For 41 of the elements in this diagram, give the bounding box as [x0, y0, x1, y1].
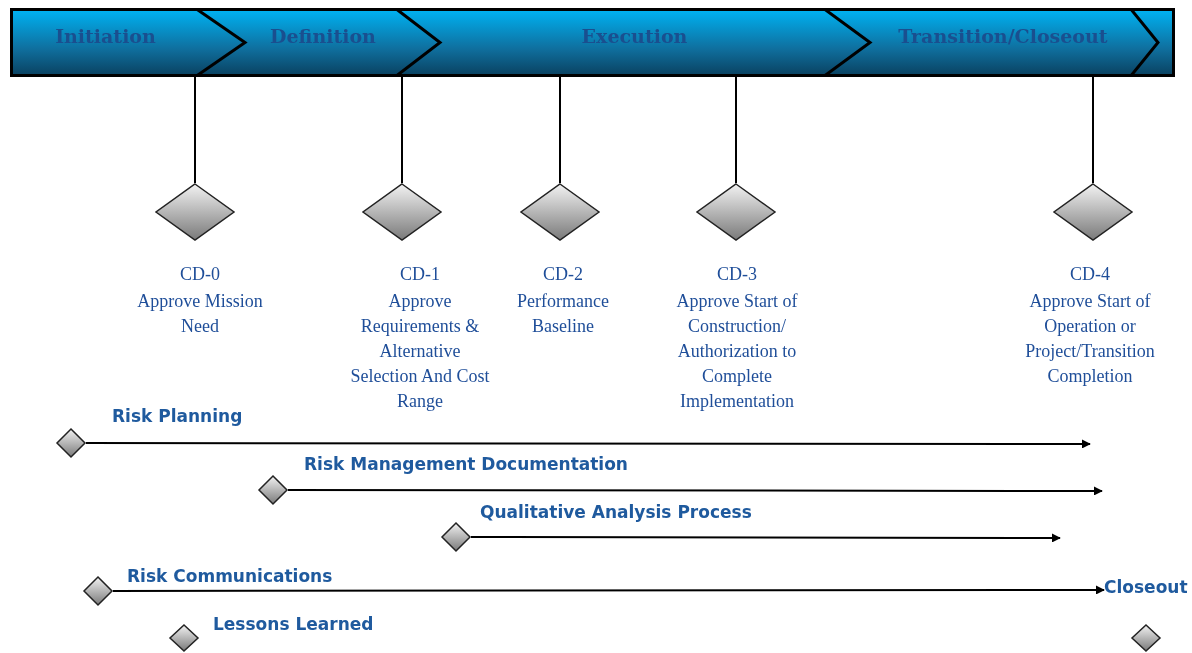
connector-arrow	[287, 486, 1103, 496]
milestone-diamond	[169, 624, 199, 652]
phase-label: Execution	[447, 25, 822, 47]
connector-line	[559, 76, 561, 184]
connector-line	[401, 76, 403, 184]
milestone-description: Approve Start of Construction/ Authorization to Complete Implementation	[675, 290, 799, 413]
milestone-description: Approve Requirements & Alternative Selection And Cost Range	[349, 290, 491, 413]
milestone-diamond	[696, 183, 776, 241]
milestone-description: Approve Start of Operation or Project/Transition Completion	[1024, 290, 1156, 388]
milestone-diamond	[56, 428, 86, 458]
milestone-code: CD-2	[542, 263, 584, 286]
connector-arrow	[112, 585, 1105, 595]
milestone-diamond	[83, 576, 113, 606]
milestone-diamond	[520, 183, 600, 241]
milestone-diamond	[258, 475, 288, 505]
edge-label: Qualitative Analysis Process	[480, 502, 752, 522]
edge-label: Risk Communications	[127, 566, 333, 586]
activity-label: Lessons Learned	[213, 614, 374, 634]
milestone-diamond	[1053, 183, 1133, 241]
milestone-diamond	[1131, 624, 1161, 652]
milestone-code: CD-4	[1069, 263, 1111, 286]
connector-line	[1092, 76, 1094, 184]
connector-line	[735, 76, 737, 184]
edge-label: Risk Management Documentation	[304, 454, 628, 474]
phase-label: Initiation	[17, 25, 194, 47]
milestone-diamond	[362, 183, 442, 241]
phase-bar	[10, 8, 1175, 77]
milestone-description: Approve Mission Need	[136, 290, 264, 338]
connector-arrow	[470, 533, 1061, 543]
phase-label: Definition	[252, 25, 394, 47]
closeout-label: Closeout	[1104, 577, 1188, 597]
connector-arrow	[85, 439, 1091, 449]
connector-line	[194, 76, 196, 184]
phase-label: Transition/Closeout	[877, 25, 1129, 47]
milestone-code: CD-0	[179, 263, 221, 286]
milestone-description: Performance Baseline	[516, 290, 610, 338]
milestone-diamond	[155, 183, 235, 241]
edge-label: Risk Planning	[112, 406, 243, 426]
milestone-code: CD-3	[716, 263, 758, 286]
milestone-code: CD-1	[399, 263, 441, 286]
milestone-diamond	[441, 522, 471, 552]
